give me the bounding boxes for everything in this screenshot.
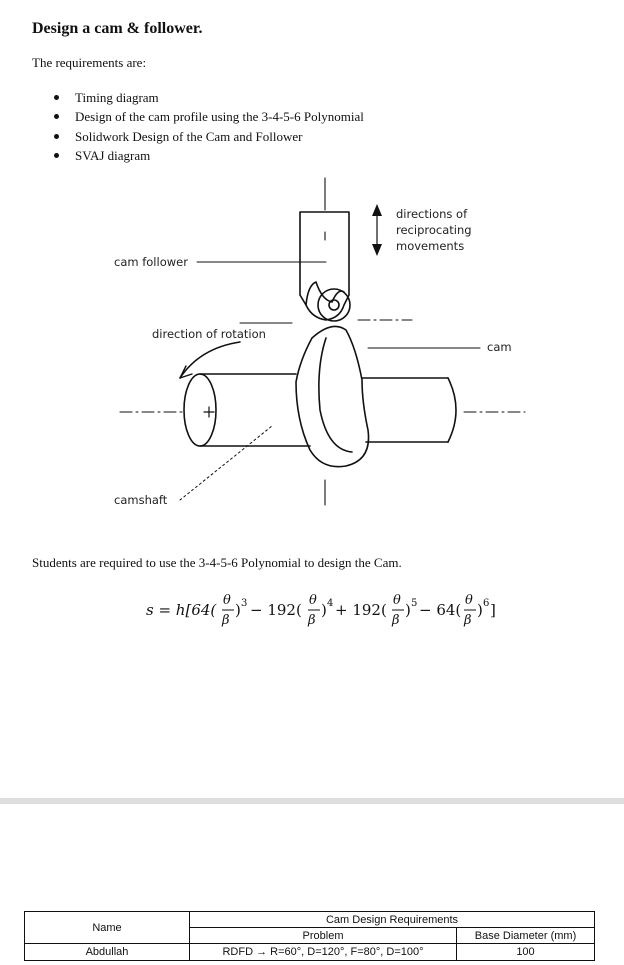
svg-text:− 64(: − 64( (419, 601, 461, 619)
cam-lobe-inner (318, 337, 353, 453)
roller-pin (328, 299, 340, 311)
diagonal-axis (179, 425, 273, 501)
name-value: Abdullah (24, 943, 190, 961)
base-diameter-value: 100 (456, 943, 595, 961)
formula-denominator: β (221, 613, 230, 628)
polynomial-formula: s = h[64( θ β ) 3 − 192( θ β ) 4 + 192( … (146, 593, 496, 628)
svg-text:]: ] (490, 601, 496, 619)
svg-text:6: 6 (483, 598, 489, 609)
label-direction-of-rotation: direction of rotation (152, 327, 266, 341)
svg-text:+ 192(: + 192( (335, 601, 387, 619)
label-camshaft: camshaft (114, 493, 168, 507)
camshaft-body (199, 373, 449, 447)
requirement-item: Timing diagram (40, 88, 364, 107)
follower-body (299, 211, 350, 321)
rotation-arrow (179, 341, 241, 379)
svg-text:θ: θ (393, 593, 401, 608)
base-diameter-label: Base Diameter (mm) (456, 927, 595, 944)
label-directions-2: reciprocating (396, 223, 472, 237)
students-note: Students are required to use the 3-4-5-6… (32, 555, 402, 570)
requirements-list: Timing diagram Design of the cam profile… (40, 88, 364, 166)
label-cam: cam (487, 340, 512, 354)
name-label: Name (24, 911, 190, 944)
svg-text:β: β (463, 613, 472, 628)
svg-text:): ) (321, 601, 327, 619)
formula-exponent: 3 (241, 598, 247, 609)
label-directions-1: directions of (396, 207, 468, 221)
requirement-item: SVAJ diagram (40, 146, 364, 165)
svg-text:β: β (391, 613, 400, 628)
cam-follower-figure: directions of reciprocating movements ca… (114, 177, 526, 507)
svg-text:4: 4 (327, 598, 333, 609)
document-title: Design a cam & follower. (32, 20, 203, 37)
svg-text:5: 5 (411, 598, 417, 609)
section-divider (0, 798, 624, 804)
svg-text:− 192(: − 192( (250, 601, 302, 619)
requirement-item: Solidwork Design of the Cam and Follower (40, 127, 364, 146)
requirement-item: Design of the cam profile using the 3-4-… (40, 107, 364, 126)
label-cam-follower: cam follower (114, 255, 188, 269)
svg-text:θ: θ (309, 593, 317, 608)
follower-roller (317, 288, 351, 322)
formula-numerator: θ (223, 593, 231, 608)
svg-text:): ) (405, 601, 411, 619)
label-directions-3: movements (396, 239, 464, 253)
svg-text:): ) (477, 601, 483, 619)
follower-fork (305, 281, 345, 306)
cam-design-requirements-table: Name Cam Design Requirements Problem Bas… (24, 911, 595, 961)
svg-text:): ) (235, 601, 241, 619)
center-plus (203, 406, 215, 418)
svg-text:θ: θ (465, 593, 473, 608)
camshaft-end (183, 373, 217, 447)
problem-value: RDFD → R=60°, D=120°, F=80°, D=100° (189, 943, 457, 961)
table-header: Cam Design Requirements (189, 911, 595, 928)
svg-text:β: β (307, 613, 316, 628)
requirements-intro: The requirements are: (32, 55, 147, 70)
camshaft-far-end (447, 377, 457, 443)
problem-label: Problem (189, 927, 457, 944)
formula-lhs: s = h[64( (146, 601, 217, 619)
cam-lobe (295, 325, 370, 468)
